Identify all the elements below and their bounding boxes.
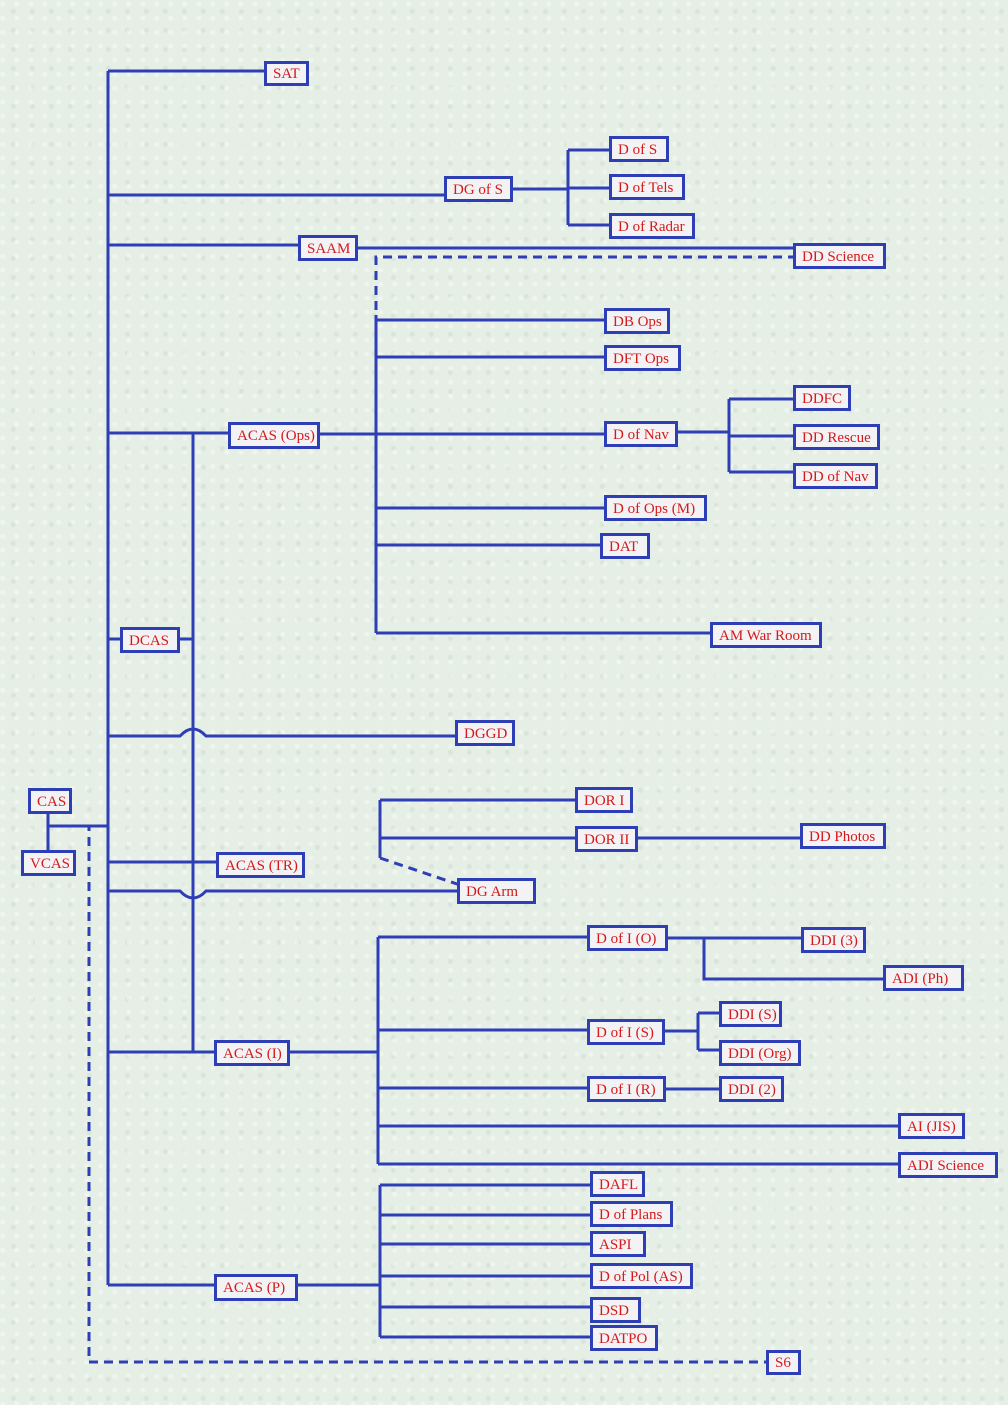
node-dd-of-nav: DD of Nav — [793, 463, 878, 489]
node-ddfc: DDFC — [793, 385, 851, 411]
node-dsd: DSD — [590, 1297, 641, 1323]
node-vcas: VCAS — [21, 850, 76, 876]
node-d-of-radar: D of Radar — [609, 213, 695, 239]
node-dd-photos: DD Photos — [800, 823, 886, 849]
node-dcas: DCAS — [120, 627, 180, 653]
dashed-connector — [374, 255, 795, 310]
connector-line — [108, 727, 457, 738]
node-d-of-pol-as: D of Pol (AS) — [590, 1263, 693, 1289]
node-ddi-s: DDI (S) — [719, 1001, 782, 1027]
node-saam: SAAM — [298, 235, 358, 261]
node-d-of-ops-m: D of Ops (M) — [604, 495, 707, 521]
node-dg-arm: DG Arm — [457, 878, 536, 904]
connector-line — [702, 938, 885, 981]
node-dor-i: DOR I — [575, 787, 633, 813]
node-d-of-i-r: D of I (R) — [587, 1076, 666, 1102]
node-acas-i: ACAS (I) — [214, 1040, 290, 1066]
node-acas-ops: ACAS (Ops) — [228, 422, 320, 449]
node-adi-science: ADI Science — [898, 1152, 998, 1178]
node-ddi-2: DDI (2) — [719, 1076, 784, 1102]
node-adi-ph: ADI (Ph) — [883, 965, 964, 991]
node-datpo: DATPO — [590, 1325, 658, 1351]
node-db-ops: DB Ops — [604, 308, 670, 334]
node-dd-rescue: DD Rescue — [793, 424, 880, 450]
connector-line — [108, 889, 457, 900]
node-d-of-i-o: D of I (O) — [587, 925, 668, 951]
node-s6: S6 — [766, 1350, 801, 1375]
node-aspi: ASPI — [590, 1231, 646, 1257]
node-ddi-org: DDI (Org) — [719, 1040, 801, 1066]
node-dd-science: DD Science — [793, 243, 886, 269]
node-acas-tr: ACAS (TR) — [216, 852, 305, 878]
node-ddi-3: DDI (3) — [801, 927, 866, 953]
node-d-of-plans: D of Plans — [590, 1201, 673, 1227]
node-dft-ops: DFT Ops — [604, 345, 681, 371]
node-dg-of-s: DG of S — [444, 176, 513, 202]
dashed-connector — [87, 824, 768, 1364]
dashed-connector — [379, 856, 461, 887]
node-dat: DAT — [600, 533, 650, 559]
node-d-of-s: D of S — [609, 136, 669, 162]
node-d-of-nav: D of Nav — [604, 421, 678, 447]
node-dggd: DGGD — [455, 720, 515, 746]
node-d-of-tels: D of Tels — [609, 174, 685, 200]
node-dor-ii: DOR II — [575, 826, 638, 852]
node-d-of-i-s: D of I (S) — [587, 1019, 665, 1045]
node-acas-p: ACAS (P) — [214, 1274, 298, 1301]
node-ai-jis: AI (JIS) — [898, 1113, 965, 1139]
node-sat: SAT — [264, 61, 309, 86]
node-dafl: DAFL — [590, 1171, 645, 1197]
node-am-war-room: AM War Room — [710, 622, 822, 648]
node-cas: CAS — [28, 788, 72, 814]
